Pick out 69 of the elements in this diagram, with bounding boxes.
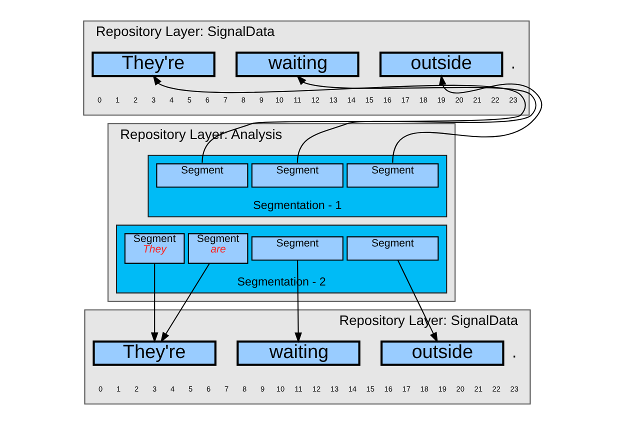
label: 15 bbox=[365, 96, 374, 105]
label: 5 bbox=[188, 384, 193, 394]
node-box: outside bbox=[379, 52, 504, 78]
arrow bbox=[150, 263, 158, 343]
label: 0 bbox=[98, 96, 102, 105]
node-box: They're bbox=[92, 340, 216, 366]
label: 6 bbox=[205, 96, 210, 105]
label: 1 bbox=[115, 96, 120, 105]
label: 22 bbox=[491, 96, 500, 105]
label: 16 bbox=[383, 96, 392, 105]
label: 4 bbox=[169, 96, 174, 105]
label: 18 bbox=[419, 96, 428, 105]
label: . bbox=[512, 342, 517, 362]
label: 4 bbox=[170, 384, 175, 394]
label: 21 bbox=[474, 384, 482, 394]
label: 14 bbox=[348, 384, 357, 394]
label: 7 bbox=[224, 384, 229, 394]
label: 17 bbox=[402, 384, 411, 394]
label: 19 bbox=[438, 384, 447, 394]
label: 3 bbox=[152, 384, 157, 394]
label: 13 bbox=[330, 384, 339, 394]
node-box: Segment bbox=[251, 163, 344, 188]
label: 3 bbox=[151, 96, 156, 105]
node-box: outside bbox=[380, 340, 504, 366]
label: 15 bbox=[366, 384, 375, 394]
label: 23 bbox=[510, 384, 518, 394]
label: 10 bbox=[276, 384, 285, 394]
label: 22 bbox=[492, 384, 500, 394]
label: 20 bbox=[456, 384, 464, 394]
label: . bbox=[510, 53, 516, 72]
label: 2 bbox=[133, 96, 138, 105]
node-box: waiting bbox=[236, 340, 360, 366]
label: 0 bbox=[98, 384, 103, 394]
node-box: waiting bbox=[236, 52, 360, 78]
arrow bbox=[160, 263, 210, 343]
node-box: Segment They bbox=[124, 233, 185, 264]
label: 12 bbox=[312, 384, 321, 394]
label: 11 bbox=[294, 96, 302, 105]
node-box: Segment bbox=[346, 236, 439, 261]
arrow bbox=[296, 74, 536, 163]
arrow bbox=[294, 260, 302, 344]
label: 10 bbox=[275, 96, 284, 105]
arrow bbox=[152, 74, 526, 163]
label: 9 bbox=[260, 384, 265, 394]
node-box: Segment bbox=[346, 163, 439, 188]
label: 16 bbox=[384, 384, 393, 394]
label: 18 bbox=[420, 384, 429, 394]
label: 17 bbox=[401, 96, 410, 105]
label: 7 bbox=[223, 96, 228, 105]
label: 13 bbox=[329, 96, 338, 105]
arrow bbox=[392, 74, 542, 163]
label: 6 bbox=[206, 384, 211, 394]
label: 9 bbox=[259, 96, 264, 105]
label: 12 bbox=[311, 96, 320, 105]
label: 8 bbox=[242, 384, 247, 394]
label: 23 bbox=[509, 96, 518, 105]
label: 2 bbox=[134, 384, 139, 394]
node-box: Segment bbox=[251, 236, 344, 261]
node-box: They're bbox=[92, 52, 216, 78]
label: 1 bbox=[116, 384, 121, 394]
label: 19 bbox=[437, 96, 446, 105]
label: 21 bbox=[473, 96, 482, 105]
node-box: Segment are bbox=[188, 233, 248, 264]
label: 11 bbox=[294, 384, 302, 394]
label: 20 bbox=[455, 96, 464, 105]
label: 8 bbox=[241, 96, 246, 105]
label: 5 bbox=[187, 96, 192, 105]
node-box: Segment bbox=[156, 163, 248, 188]
label: 14 bbox=[347, 96, 356, 105]
